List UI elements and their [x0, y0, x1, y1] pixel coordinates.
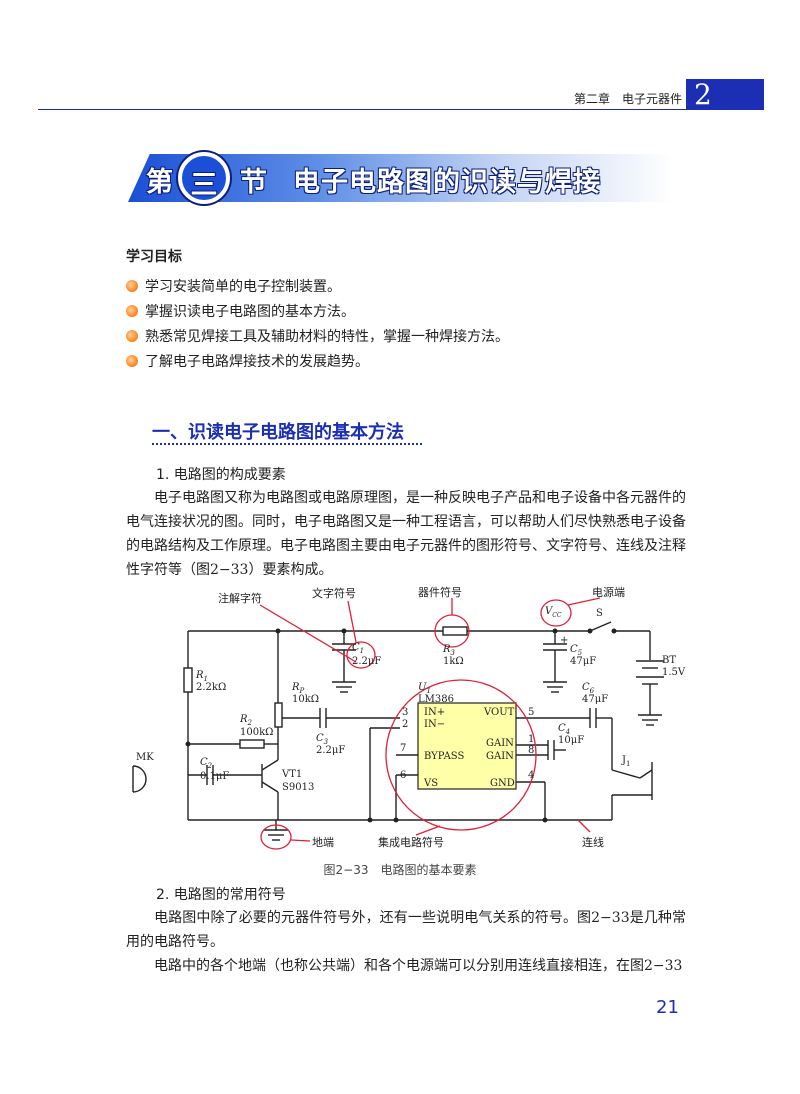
ic-in-plus: IN+ — [424, 707, 445, 718]
j1-label: J1 — [621, 755, 630, 768]
switch-label: S — [596, 608, 603, 619]
label-wire: 连线 — [582, 835, 604, 849]
pin-7: 7 — [400, 743, 406, 754]
ic-body — [417, 702, 517, 790]
subheading-1: 1. 电路图的构成要素 — [156, 467, 286, 483]
ic-vs: VS — [423, 778, 438, 789]
pin-6: 6 — [400, 770, 406, 781]
banner-number-circle: 三 — [178, 152, 230, 204]
banner-number: 三 — [190, 170, 218, 201]
figure-caption: 图2−33 电路图的基本要素 — [323, 863, 477, 877]
section-heading-underline — [152, 443, 422, 445]
label-ground-end: 地端 — [312, 836, 334, 849]
ic-gain-2: GAIN — [486, 751, 514, 762]
bullet-icon — [126, 330, 138, 342]
bt-value: 1.5V — [662, 667, 686, 678]
c6-label: C6 — [582, 682, 595, 695]
r2-label: R2 — [239, 714, 253, 727]
c5-value: 47μF — [570, 656, 596, 667]
banner-di: 第 — [146, 167, 173, 198]
header-rule — [38, 109, 686, 110]
c2-value: 0.1μF — [200, 771, 229, 782]
pin-4: 4 — [528, 770, 534, 781]
label-ic-symbol: 集成电路符号 — [378, 835, 444, 849]
section-heading: 一、识读电子电路图的基本方法 — [152, 422, 404, 443]
goal-item: 熟悉常见焊接工具及辅助材料的特性，掌握一种焊接方法。 — [126, 326, 509, 346]
vt1-value: S9013 — [282, 782, 314, 793]
paragraph-3: 电路中的各个地端（也称公共端）和各个电源端可以分别用连线直接相连，在图2−33 — [154, 958, 683, 974]
ic-bypass: BYPASS — [424, 751, 464, 762]
chapter-number-tab: 2 — [686, 79, 764, 110]
c5-plus: + — [560, 635, 568, 646]
pin-3: 3 — [402, 707, 408, 718]
u1-label: U1 — [418, 682, 431, 695]
mk-label: MK — [136, 752, 154, 763]
r3-label: R3 — [442, 644, 456, 657]
vcc-label: VCC — [545, 606, 562, 619]
c2-label: C2 — [200, 757, 213, 770]
paragraph-2: 电路图中除了必要的元器件符号外，还有一些说明电气关系的符号。图2−33是几种常用… — [126, 910, 686, 950]
c3-label: C3 — [316, 733, 329, 746]
bullet-icon — [126, 305, 138, 317]
bullet-icon — [126, 280, 138, 292]
running-header: 第二章 电子元器件 — [573, 92, 682, 106]
goal-item: 了解电子电路焊接技术的发展趋势。 — [126, 351, 369, 371]
goal-item: 掌握识读电子电路图的基本方法。 — [126, 301, 355, 321]
label-text-symbol: 文字符号 — [312, 586, 356, 600]
pin-2: 2 — [402, 719, 408, 730]
c1-value: 2.2μF — [352, 656, 381, 667]
ic-gnd: GND — [490, 778, 515, 789]
c5-label: C5 — [570, 644, 583, 657]
pin-1: 1 — [528, 734, 534, 745]
c4-label: C4 — [558, 723, 570, 736]
r2-value: 100kΩ — [240, 727, 273, 738]
paragraph-1: 电子电路图又称为电路图或电路原理图，是一种反映电子产品和电子设备中各元器件的电气… — [126, 490, 686, 578]
u1-name: LM386 — [418, 694, 454, 705]
bt-label: BT — [662, 655, 676, 666]
c1-label: C1 — [352, 642, 364, 655]
rp-value: 10kΩ — [292, 694, 319, 705]
section-banner: 第 三 节 电子电路图的识读与焊接 — [128, 152, 673, 204]
label-power-end: 电源端 — [592, 585, 625, 599]
pin-8: 8 — [528, 745, 534, 756]
c3-value: 2.2μF — [316, 745, 345, 756]
r3-value: 1kΩ — [443, 656, 464, 667]
r1-value: 2.2kΩ — [196, 682, 226, 693]
pin-5: 5 — [528, 707, 534, 718]
goal-item: 学习安装简单的电子控制装置。 — [126, 276, 341, 296]
goals-heading: 学习目标 — [126, 249, 182, 265]
ic-gain-1: GAIN — [486, 738, 514, 749]
r1-label: R1 — [195, 670, 208, 683]
subheading-2: 2. 电路图的常用符号 — [156, 887, 286, 903]
bullet-icon — [126, 355, 138, 367]
c6-value: 47μF — [582, 694, 608, 705]
ic-in-minus: IN− — [424, 719, 445, 730]
ic-vout: VOUT — [483, 707, 515, 718]
page-number: 21 — [656, 997, 679, 1018]
section-title: 电子电路图的识读与焊接 — [293, 167, 601, 198]
circuit-diagram: 注解字符 文字符号 器件符号 电源端 地端 集成电路符号 连线 C1 2.2μF… — [132, 585, 686, 850]
banner-jie: 节 — [240, 167, 267, 198]
label-device-symbol: 器件符号 — [418, 586, 462, 599]
vt1-label: VT1 — [281, 769, 302, 780]
c4-value: 10μF — [558, 735, 584, 746]
label-note-char: 注解字符 — [218, 591, 262, 605]
rp-label: RP — [291, 682, 305, 695]
